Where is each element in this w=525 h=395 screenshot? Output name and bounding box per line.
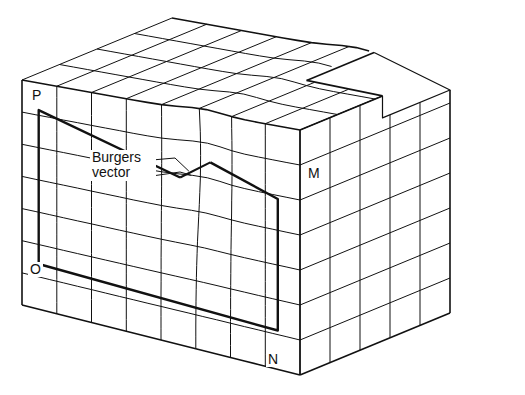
lattice-line	[126, 99, 127, 332]
lattice-line	[330, 118, 331, 363]
lattice-line	[449, 90, 451, 313]
lattice-line	[300, 96, 383, 130]
burgers-circuit	[39, 110, 278, 330]
lattice-line	[135, 34, 332, 67]
lattice-line	[161, 105, 163, 340]
step-edge	[307, 53, 375, 81]
lattice-line	[299, 130, 301, 375]
lattice-line	[22, 273, 300, 340]
corner-label: N	[266, 352, 280, 367]
lattice-line	[265, 90, 348, 124]
lattice-line	[97, 49, 375, 99]
leader-line	[152, 158, 189, 171]
lattice-line	[300, 103, 450, 165]
lattice-line	[22, 176, 300, 235]
lattice-line	[300, 313, 450, 375]
lattice-line	[360, 105, 361, 350]
lattice-line	[22, 144, 300, 200]
corner-label: M	[306, 166, 322, 181]
lattice-line	[60, 65, 338, 115]
lattice-line	[91, 93, 92, 323]
lattice-line	[420, 102, 421, 325]
lattice-line	[300, 243, 450, 305]
lattice-line	[22, 305, 300, 375]
lattice-line	[196, 108, 201, 348]
lattice-line	[22, 112, 300, 165]
lattice-line	[22, 241, 300, 305]
lattice-line	[300, 278, 450, 340]
lattice-line	[390, 115, 391, 338]
lattice-line	[300, 130, 301, 375]
lattice-line	[56, 86, 57, 314]
corner-label: O	[28, 262, 43, 277]
step-edge	[307, 80, 383, 96]
lattice-line	[172, 18, 369, 51]
lattice-line	[21, 80, 23, 305]
lattice-line	[300, 138, 450, 200]
lattice-line	[265, 124, 266, 367]
lattice-line	[231, 117, 233, 358]
lattice-line	[22, 209, 300, 270]
burgers-vector-label: Burgers vector	[90, 150, 156, 181]
lattice-line	[300, 173, 450, 235]
corner-label: P	[30, 88, 43, 103]
burgers-vector	[180, 162, 210, 177]
lattice-line	[232, 83, 315, 117]
lattice-line	[300, 96, 383, 130]
lattice-line	[300, 208, 450, 270]
leader-line	[152, 172, 191, 176]
